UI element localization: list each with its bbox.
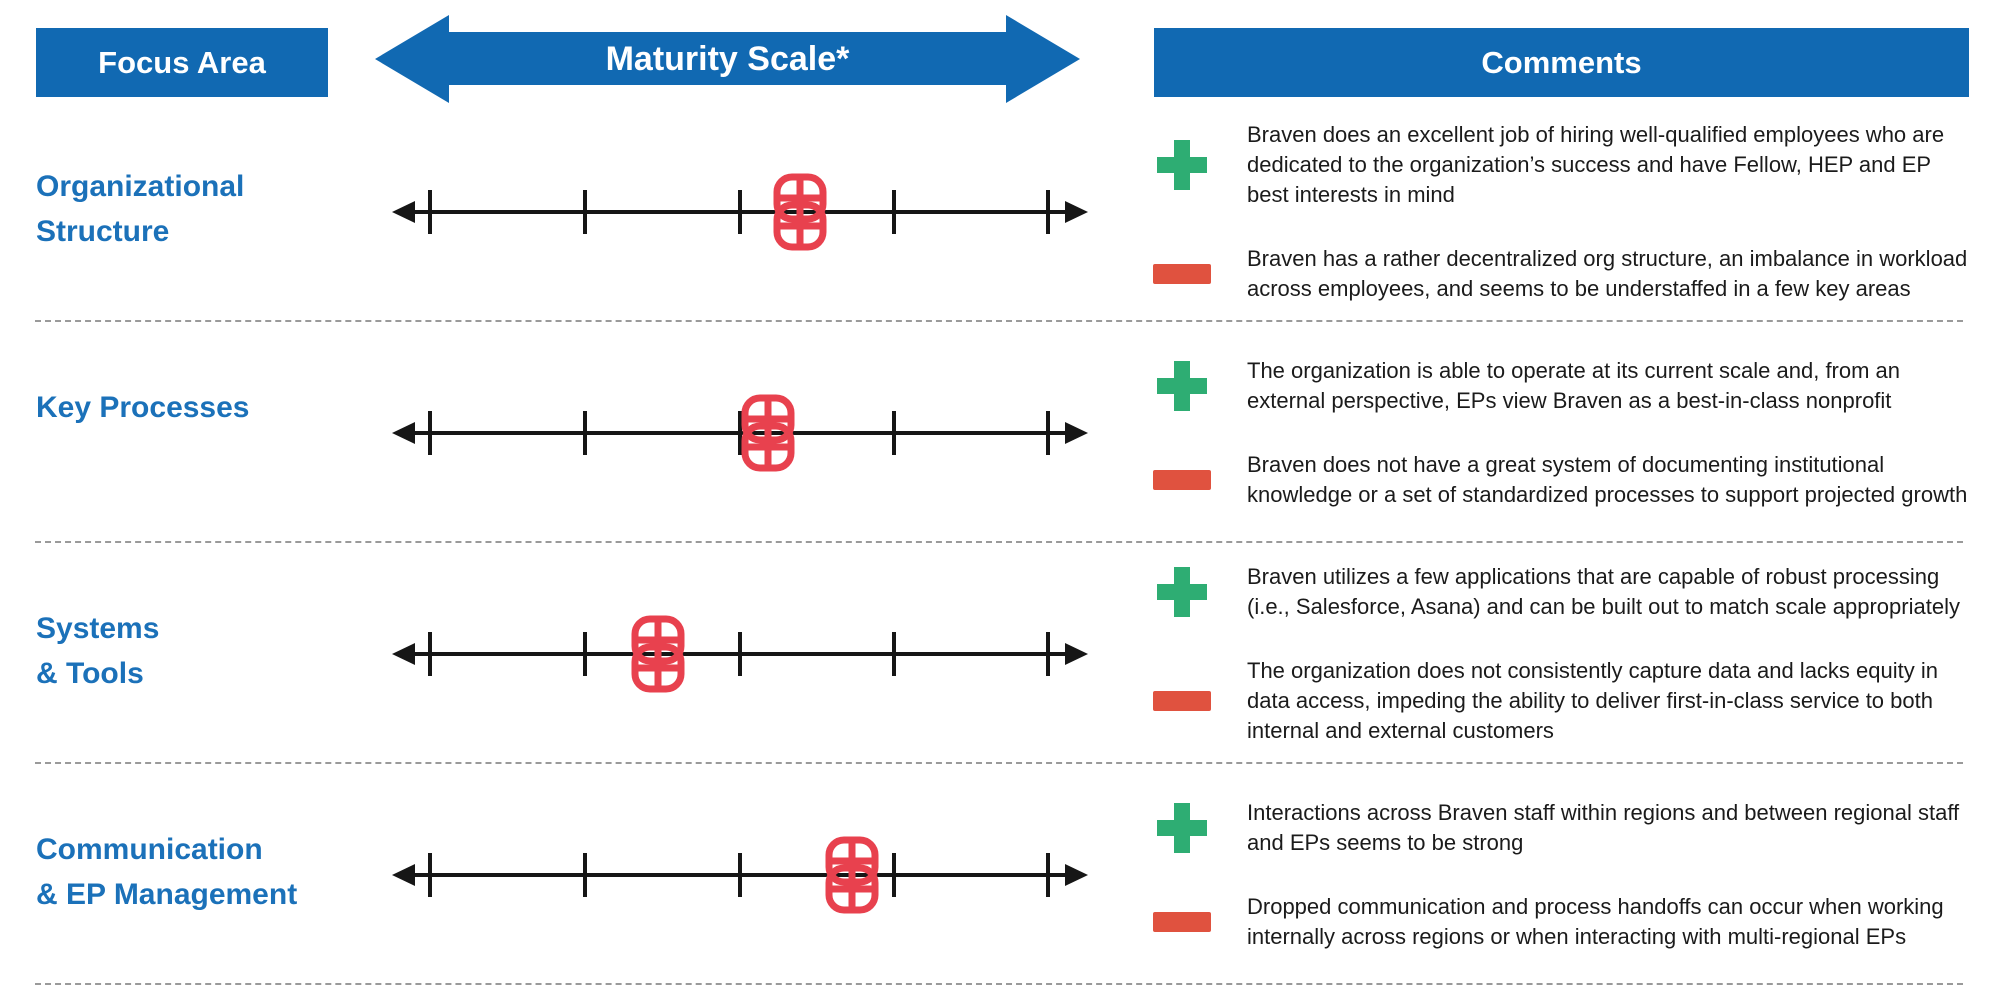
comments-cell: The organization is able to operate at i… (1152, 322, 1970, 543)
focus-row: Communication & EP Management (0, 764, 2000, 985)
positive-comment: Interactions across Braven staff within … (1152, 798, 1970, 858)
maturity-scale (390, 764, 1090, 985)
scale-axis-icon (392, 189, 1088, 234)
scale-axis-icon (392, 410, 1088, 455)
header-band: Focus Area Maturity Scale* Comments (0, 0, 2000, 103)
focus-area-label-line1: Systems (36, 611, 160, 645)
focus-row: Systems & Tools (0, 543, 2000, 764)
scale-axis-icon (392, 852, 1088, 897)
focus-area-header: Focus Area (36, 28, 328, 97)
maturity-scale (390, 101, 1090, 322)
minus-icon (1153, 263, 1211, 284)
negative-comment-text: Braven does not have a great system of d… (1247, 451, 1968, 507)
focus-area-label: Organizational Structure (36, 164, 244, 256)
rows-container: Organizational Structure (0, 101, 2000, 985)
maturity-scale (390, 543, 1090, 764)
maturity-marker (630, 615, 686, 693)
negative-comment-text: The organization does not consistently c… (1247, 657, 1938, 743)
focus-area-label: Systems & Tools (36, 606, 159, 698)
maturity-marker (824, 836, 880, 914)
minus-icon (1153, 690, 1211, 711)
minus-icon (1153, 911, 1211, 932)
double-arrow-icon (375, 15, 1080, 103)
negative-comment: The organization does not consistently c… (1152, 656, 1970, 746)
negative-comment: Braven has a rather decentralized org st… (1152, 244, 1970, 304)
focus-row: Key Processes (0, 322, 2000, 543)
focus-area-label-line2: & EP Management (36, 877, 298, 911)
positive-comment: Braven utilizes a few applications that … (1152, 562, 1970, 622)
positive-comment-text: The organization is able to operate at i… (1247, 357, 1901, 413)
negative-comment: Dropped communication and process handof… (1152, 892, 1970, 952)
positive-comment-text: Braven utilizes a few applications that … (1247, 563, 1960, 619)
scale-axis-icon (392, 631, 1088, 676)
focus-row: Organizational Structure (0, 101, 2000, 322)
positive-comment: The organization is able to operate at i… (1152, 356, 1970, 416)
focus-area-label-line1: Key Processes (36, 390, 250, 424)
maturity-scale-title: Maturity Scale* (605, 39, 850, 78)
focus-area-label-line2: Structure (36, 214, 170, 248)
minus-icon (1153, 469, 1211, 490)
chain-link-marker-icon (631, 615, 685, 692)
comments-cell: Braven does an excellent job of hiring w… (1152, 101, 1970, 322)
maturity-scale-header: Maturity Scale* (375, 15, 1080, 103)
positive-comment: Braven does an excellent job of hiring w… (1152, 120, 1970, 210)
plus-icon (1157, 566, 1207, 617)
chain-link-marker-icon (741, 394, 795, 471)
maturity-marker (740, 394, 796, 472)
chain-link-marker-icon (773, 173, 827, 250)
focus-area-label: Key Processes (36, 385, 250, 477)
plus-icon (1157, 802, 1207, 853)
chain-link-marker-icon (825, 836, 879, 913)
plus-icon (1157, 360, 1207, 411)
comments-cell: Braven utilizes a few applications that … (1152, 543, 1970, 764)
plus-icon (1157, 139, 1207, 190)
maturity-scale (390, 322, 1090, 543)
focus-area-label-line2: & Tools (36, 656, 144, 690)
negative-comment: Braven does not have a great system of d… (1152, 450, 1970, 510)
positive-comment-text: Interactions across Braven staff within … (1247, 799, 1960, 855)
focus-area-label-line1: Communication (36, 832, 263, 866)
comments-cell: Interactions across Braven staff within … (1152, 764, 1970, 985)
comments-header: Comments (1154, 28, 1969, 97)
maturity-marker (772, 173, 828, 251)
focus-area-label: Communication & EP Management (36, 827, 297, 919)
negative-comment-text: Dropped communication and process handof… (1247, 893, 1944, 949)
negative-comment-text: Braven has a rather decentralized org st… (1247, 245, 1968, 301)
focus-area-label-line1: Organizational (36, 169, 245, 203)
positive-comment-text: Braven does an excellent job of hiring w… (1247, 121, 1945, 207)
